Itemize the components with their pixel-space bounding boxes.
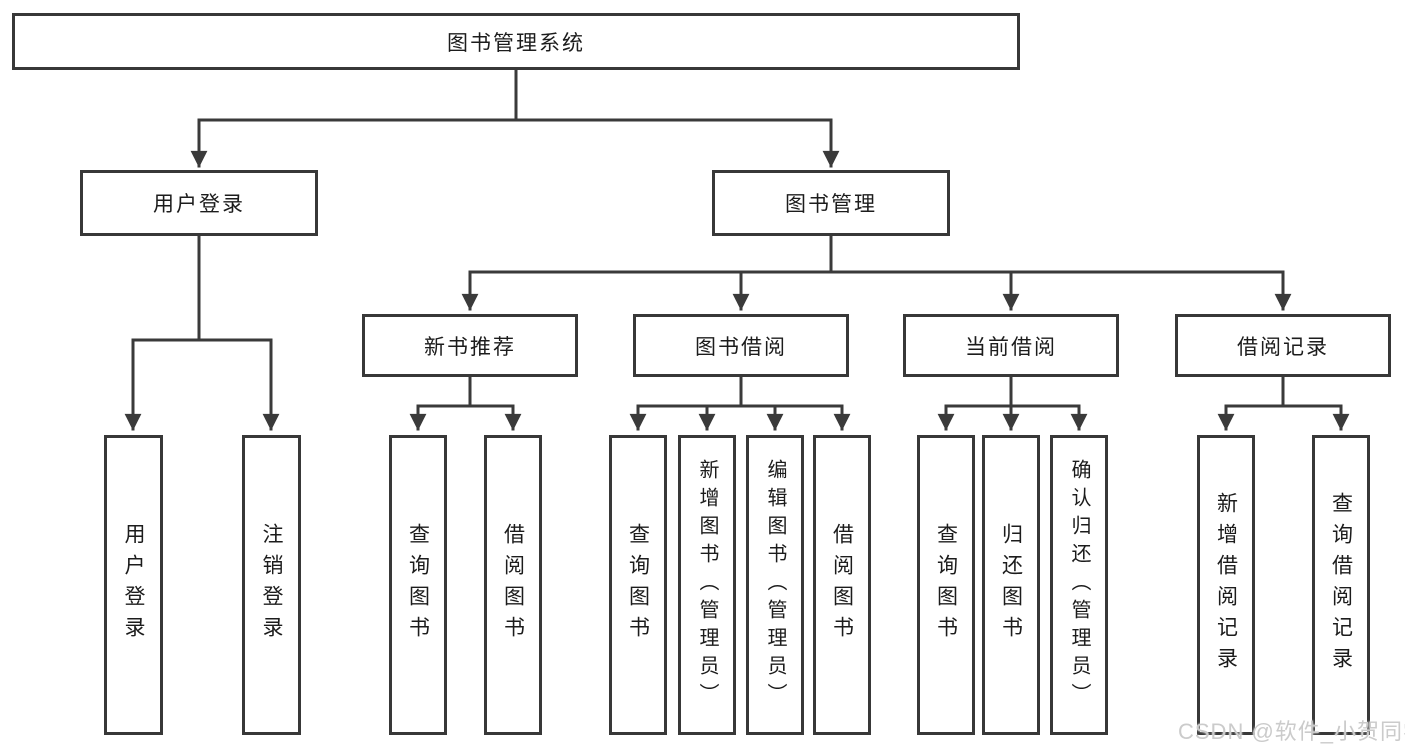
leaf-borrow-books-recommend: 借阅图书 — [484, 435, 542, 735]
node-library-management-system: 图书管理系统 — [12, 13, 1020, 70]
leaf-query-books-borrowing: 查询图书 — [609, 435, 667, 735]
node-new-book-recommendation: 新书推荐 — [362, 314, 578, 377]
leaf-query-books-current: 查询图书 — [917, 435, 975, 735]
csdn-watermark: CSDN @软件_小贺同学 — [1178, 719, 1405, 744]
node-current-borrowing: 当前借阅 — [903, 314, 1119, 377]
leaf-borrow-books: 借阅图书 — [813, 435, 871, 735]
node-book-borrowing: 图书借阅 — [633, 314, 849, 377]
leaf-add-books-admin: 新增图书（管理员） — [678, 435, 736, 735]
leaf-query-borrow-record: 查询借阅记录 — [1312, 435, 1370, 735]
leaf-add-borrow-record: 新增借阅记录 — [1197, 435, 1255, 735]
leaf-return-books: 归还图书 — [982, 435, 1040, 735]
node-book-management: 图书管理 — [712, 170, 950, 236]
leaf-edit-books-admin: 编辑图书（管理员） — [746, 435, 804, 735]
node-borrowing-records: 借阅记录 — [1175, 314, 1391, 377]
leaf-user-login: 用户登录 — [104, 435, 163, 735]
leaf-query-books-recommend: 查询图书 — [389, 435, 447, 735]
leaf-confirm-return-admin: 确认归还（管理员） — [1050, 435, 1108, 735]
node-user-login: 用户登录 — [80, 170, 318, 236]
leaf-logout: 注销登录 — [242, 435, 301, 735]
